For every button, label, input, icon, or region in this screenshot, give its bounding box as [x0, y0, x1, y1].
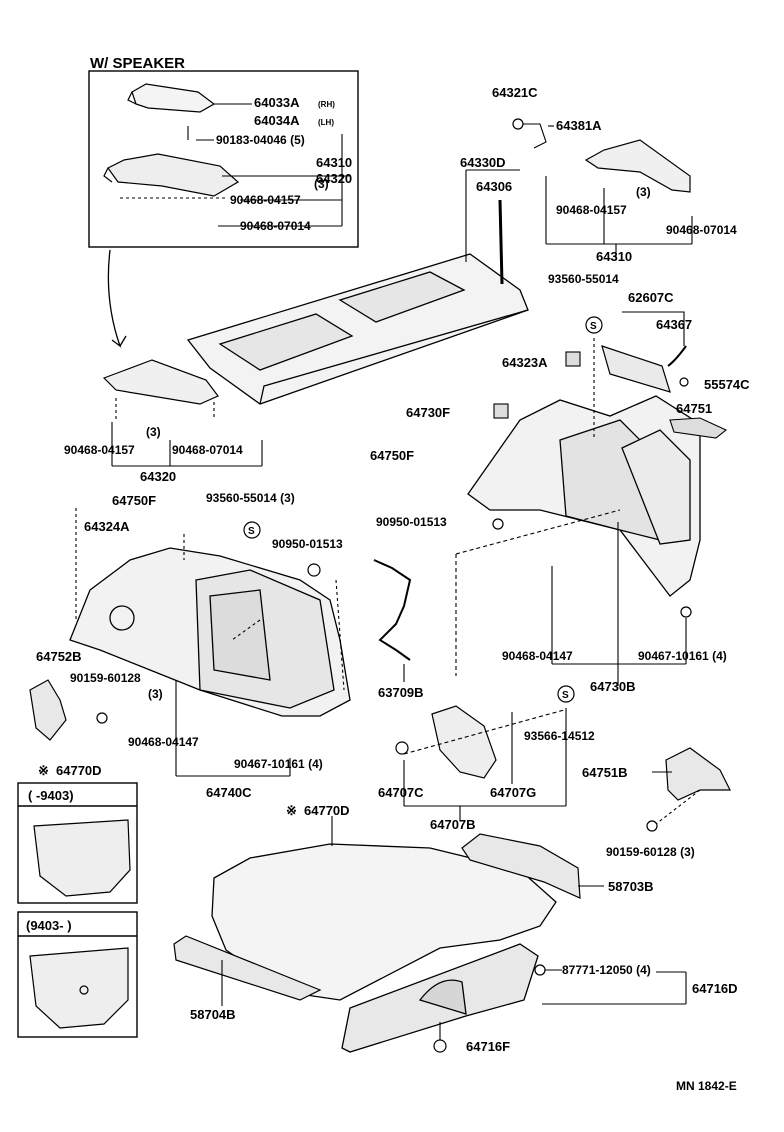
label-90159-b: 90159-60128 (3)	[606, 845, 695, 859]
label-90159-a: 90159-60128	[70, 671, 141, 685]
label-64707b: 64707B	[430, 817, 476, 832]
mat-late	[29, 947, 129, 1029]
tray-rod	[498, 199, 504, 285]
mat-early	[33, 819, 131, 897]
fastener-64321c	[512, 118, 524, 130]
label-64034a: 64034A	[254, 113, 300, 128]
quarter-trim-left	[69, 547, 351, 717]
label-64330d: 64330D	[460, 155, 506, 170]
label-90468-04157-a: 90468-04157	[230, 193, 301, 207]
quarter-trim-right	[467, 395, 701, 597]
svg-text:S: S	[590, 321, 597, 332]
label-62607c: 62607C	[628, 290, 674, 305]
bracket-64751b	[665, 747, 731, 801]
label-90468-07014-c: 90468-07014	[172, 443, 243, 457]
speaker-title: W/ SPEAKER	[90, 55, 186, 72]
label-inset-early: ( -9403)	[28, 788, 74, 803]
label-90468-04157-c: 90468-04157	[64, 443, 135, 457]
mat-inset-early	[17, 782, 138, 904]
label-64707g: 64707G	[490, 785, 537, 800]
label-64752b: 64752B	[36, 649, 82, 664]
label-64730b: 64730B	[590, 679, 636, 694]
sill-plate	[341, 943, 539, 1053]
deck-side-left	[102, 359, 219, 405]
footer-code: MN 1842-E	[676, 1079, 737, 1093]
bracket-64752b	[29, 679, 67, 741]
label-58704b: 58704B	[190, 1007, 236, 1022]
label-64306: 64306	[476, 179, 513, 194]
label-64324a: 64324A	[84, 519, 130, 534]
speaker-cover-right	[584, 139, 691, 193]
label-90468-04157-b: 90468-04157	[556, 203, 627, 217]
label-64750f-r: 64750F	[370, 448, 415, 463]
inset-arrow	[107, 249, 127, 348]
mat-inset-late	[17, 911, 138, 1038]
label-64367: 64367	[656, 317, 693, 332]
label-63709b: 63709B	[378, 685, 424, 700]
label-64320: 64320	[140, 469, 177, 484]
label-64740c: 64740C	[206, 785, 252, 800]
s-mark-3	[557, 685, 575, 703]
label-64716d: 64716D	[692, 981, 738, 996]
label-64320-lh: 64320	[316, 171, 353, 186]
label-93560-a: 93560-55014	[548, 272, 619, 286]
label-asterisk-2: ※	[286, 803, 297, 818]
s-mark-1	[585, 316, 603, 334]
label-rh: (RH)	[318, 100, 335, 109]
inset-leaders	[120, 103, 350, 227]
label-58703b: 58703B	[608, 879, 654, 894]
svg-text:S: S	[562, 690, 569, 701]
label-64716f: 64716F	[466, 1039, 511, 1054]
label-64310: 64310	[596, 249, 633, 264]
label-93560-b: 93560-55014 (3)	[206, 491, 295, 505]
label-qty-b: (3)	[636, 185, 651, 199]
wiring-harness	[373, 559, 412, 661]
label-55574c: 55574C	[704, 377, 750, 392]
label-90183: 90183-04046 (5)	[216, 133, 305, 147]
label-asterisk-1: ※	[38, 763, 49, 778]
lamp-assembly	[601, 345, 671, 393]
speaker-inset-frame	[88, 70, 359, 248]
label-90950-l: 90950-01513	[272, 537, 343, 551]
label-lh: (LH)	[318, 118, 334, 127]
speaker-grille-rh	[127, 83, 216, 113]
label-64381a: 64381A	[556, 118, 602, 133]
label-64707c: 64707C	[378, 785, 424, 800]
label-qty-a: (3)	[314, 177, 329, 191]
trim-58703b	[461, 833, 581, 899]
trim-58704b	[173, 935, 322, 1001]
label-inset-late: (9403- )	[26, 918, 72, 933]
s-mark-2	[243, 521, 261, 539]
label-90467-l: 90467-10161 (4)	[234, 757, 323, 771]
label-90468-07014-a: 90468-07014	[240, 219, 311, 233]
svg-text:S: S	[248, 526, 255, 537]
label-64323a: 64323A	[502, 355, 548, 370]
label-64730f: 64730F	[406, 405, 451, 420]
label-87771: 87771-12050 (4)	[562, 963, 651, 977]
label-64033a: 64033A	[254, 95, 300, 110]
label-64751: 64751	[676, 401, 713, 416]
label-93566: 93566-14512	[524, 729, 595, 743]
label-64321c: 64321C	[492, 85, 538, 100]
label-90468-07014-b: 90468-07014	[666, 223, 737, 237]
label-90467-r: 90467-10161 (4)	[638, 649, 727, 663]
label-qty-c: (3)	[146, 425, 161, 439]
label-90950-r: 90950-01513	[376, 515, 447, 529]
access-panel	[431, 705, 497, 779]
label-64751b: 64751B	[582, 765, 628, 780]
speaker-tray	[103, 153, 240, 197]
label-64770d-b: 64770D	[304, 803, 350, 818]
package-tray	[186, 253, 529, 405]
label-90468-04147-r: 90468-04147	[502, 649, 573, 663]
label-64770d-a: 64770D	[56, 763, 102, 778]
label-90468-04147-l: 90468-04147	[128, 735, 199, 749]
label-qty-d: (3)	[148, 687, 163, 701]
label-64310-rh: 64310	[316, 155, 353, 170]
label-64750f-l: 64750F	[112, 493, 157, 508]
